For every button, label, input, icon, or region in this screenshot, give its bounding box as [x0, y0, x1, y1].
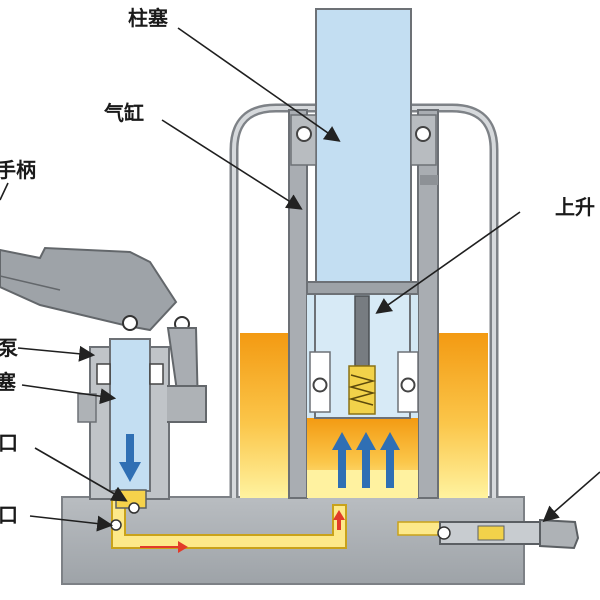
oil-channel [111, 499, 347, 549]
label-outlet: 口 [0, 503, 18, 527]
leader-pump-piston [21, 384, 117, 405]
seal-top-right [415, 126, 431, 142]
inlet-valve-ball [110, 519, 122, 531]
handle-arm-rib [0, 275, 61, 291]
label-pump: 泵 [0, 336, 18, 360]
label-inlet: 口 [0, 431, 18, 455]
lift-valve-spring [348, 374, 376, 406]
release-valve-spring [477, 525, 505, 541]
lift-rod [354, 295, 370, 367]
release-valve-ball [437, 526, 451, 540]
leader-plunger [177, 27, 341, 142]
pump-seal-right [149, 363, 164, 385]
oil-channel-right [397, 521, 443, 536]
label-pump-piston: 塞 [0, 370, 16, 394]
seal-notch-right [420, 175, 438, 185]
oil-reservoir-right [438, 333, 488, 498]
up-arrows [332, 432, 400, 488]
leader-inlet [34, 447, 128, 502]
piston-head [306, 281, 419, 295]
pump-down-arrow [119, 434, 141, 482]
cylinder-wall-right [417, 109, 439, 499]
pump-bracket [77, 393, 97, 423]
leader-release [542, 471, 600, 523]
piston-seal-right [400, 377, 416, 393]
handle-arm [0, 246, 178, 332]
plunger [315, 8, 412, 283]
oil-reservoir-left [240, 333, 289, 498]
handle-pivot-1 [122, 315, 138, 331]
leader-handle [0, 182, 9, 201]
release-valve-knob [539, 518, 580, 550]
leader-pump [17, 345, 96, 362]
seal-top-left [296, 126, 312, 142]
label-plunger: 柱塞 [128, 6, 168, 30]
label-lift: 上升 [555, 195, 595, 219]
leader-lift [375, 211, 521, 314]
check-valve-ball [128, 502, 140, 514]
cylinder-wall-left [288, 109, 308, 499]
flow-arrow-vertical [333, 510, 345, 530]
leader-outlet [29, 515, 114, 532]
pump-seal-left [96, 363, 111, 385]
flow-arrow-horizontal [140, 541, 188, 553]
pump-link-bracket [167, 385, 207, 423]
piston-seal-left [312, 377, 328, 393]
leader-cylinder [161, 119, 303, 210]
label-cylinder: 气缸 [104, 101, 144, 125]
label-handle: 手柄 [0, 158, 36, 182]
